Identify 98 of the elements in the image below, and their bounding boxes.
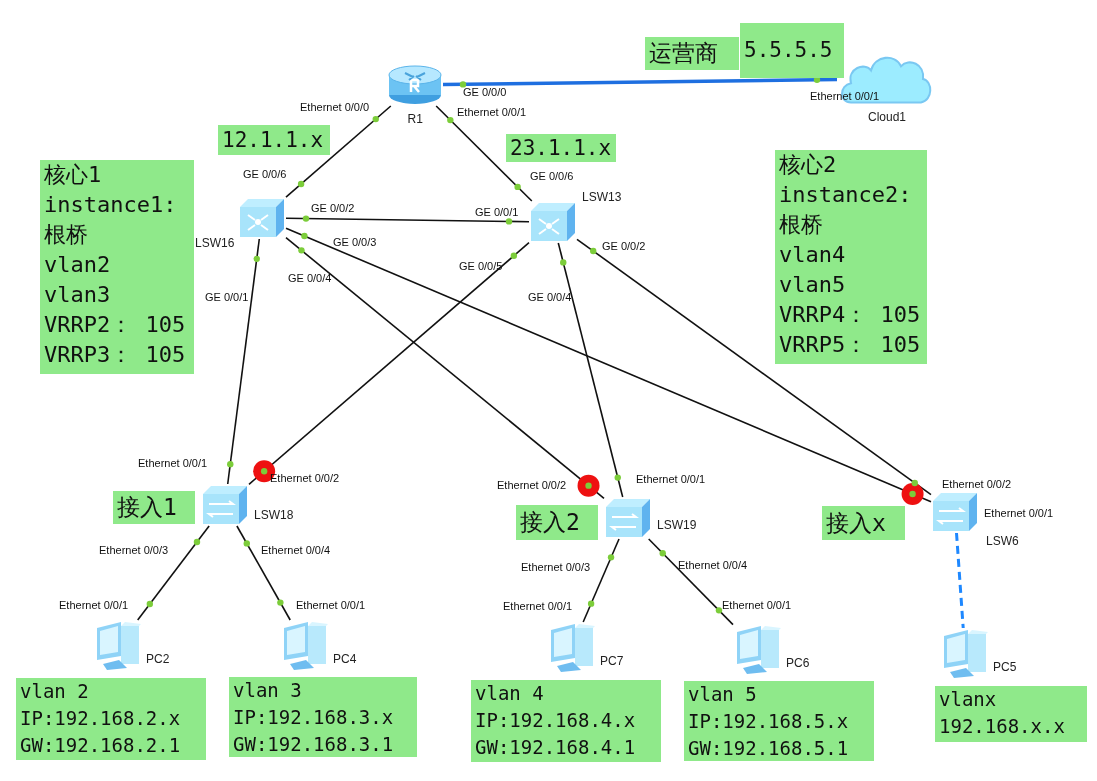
network-link [576, 238, 932, 496]
note-text: VRRP3： 105 [44, 341, 187, 369]
device-label: LSW19 [657, 518, 697, 532]
device-label: PC6 [786, 656, 810, 670]
device-label: LSW13 [582, 190, 622, 204]
note-text: VRRP5： 105 [779, 331, 922, 359]
note-text: GW:192.168.3.1 [233, 732, 395, 757]
note-box [775, 150, 927, 364]
device-label: Cloud1 [868, 110, 907, 124]
note-text: vlan2 [44, 251, 112, 279]
port-label: Ethernet 0/0/4 [678, 559, 748, 571]
note-text: 5.5.5.5 [744, 37, 834, 64]
port-label: Ethernet 0/0/4 [261, 544, 331, 556]
port-label: GE 0/0/5 [459, 260, 503, 272]
network-link [285, 227, 932, 503]
note-text: vlan 5 [688, 682, 758, 707]
device-label: PC2 [146, 652, 170, 666]
note-text: 核心1 [44, 161, 103, 189]
note-box [40, 160, 194, 374]
note-text: vlan 3 [233, 678, 303, 703]
network-link [435, 105, 533, 202]
note-text: VRRP4： 105 [779, 301, 922, 329]
network-link [582, 538, 620, 623]
port-label: GE 0/0/1 [205, 291, 249, 303]
note-box [740, 23, 844, 78]
port-label: GE 0/0/4 [528, 291, 572, 303]
note-text: vlan4 [779, 241, 847, 269]
switch-icon [201, 484, 249, 526]
port-label: Ethernet 0/0/3 [99, 544, 169, 556]
note-box [471, 680, 661, 762]
device-label: LSW6 [986, 534, 1019, 548]
note-text: IP:192.168.5.x [688, 709, 850, 734]
port-label: Ethernet 0/0/1 [984, 507, 1054, 519]
note-text: instance2: [779, 181, 913, 209]
device-label: PC5 [993, 660, 1017, 674]
switch-icon [931, 491, 979, 533]
router-icon [387, 64, 443, 106]
note-text: 根桥 [44, 221, 89, 249]
note-text: VRRP2： 105 [44, 311, 187, 339]
note-box [684, 681, 874, 761]
port-label: GE 0/0/3 [333, 236, 377, 248]
note-text: 根桥 [779, 211, 824, 239]
device-label: R1 [407, 112, 423, 126]
network-link [285, 236, 605, 500]
network-link [248, 241, 530, 486]
note-text: 接入1 [117, 493, 178, 522]
network-link [557, 242, 624, 498]
network-link [226, 238, 261, 485]
device-label: PC7 [600, 654, 624, 668]
switch-icon [238, 197, 286, 239]
note-box [16, 678, 206, 760]
port-label: Ethernet 0/0/1 [636, 473, 706, 485]
port-label: Ethernet 0/0/1 [722, 599, 792, 611]
note-text: 192.168.x.x [939, 714, 1066, 739]
port-label: Ethernet 0/0/1 [138, 457, 208, 469]
note-text: 运营商 [649, 39, 719, 68]
note-text: GW:192.168.4.1 [475, 735, 637, 760]
device-label: LSW16 [195, 236, 235, 250]
device-label: PC4 [333, 652, 357, 666]
note-text: vlan3 [44, 281, 112, 309]
note-box [516, 505, 598, 540]
note-text: GW:192.168.5.1 [688, 736, 850, 761]
network-link [285, 105, 392, 198]
port-label: Ethernet 0/0/3 [521, 561, 591, 573]
note-text: 接入2 [520, 508, 581, 537]
switch-icon [529, 201, 577, 243]
port-label: Ethernet 0/0/0 [300, 101, 370, 113]
port-label: GE 0/0/2 [311, 202, 355, 214]
port-label: GE 0/0/0 [463, 86, 507, 98]
note-text: GW:192.168.2.1 [20, 733, 182, 758]
note-box [822, 506, 905, 540]
note-box [229, 677, 417, 757]
device-label: LSW18 [254, 508, 294, 522]
note-box [935, 686, 1087, 742]
note-text: IP:192.168.2.x [20, 706, 182, 731]
note-text: vlan 4 [475, 681, 545, 706]
note-text: 23.1.1.x [510, 135, 612, 162]
port-label: Ethernet 0/0/1 [457, 106, 527, 118]
network-link [955, 532, 965, 629]
port-label: GE 0/0/2 [602, 240, 646, 252]
note-text: 核心2 [779, 151, 838, 179]
note-text: instance1: [44, 191, 178, 219]
note-box [113, 491, 195, 524]
network-link [236, 525, 291, 621]
note-text: vlan5 [779, 271, 847, 299]
network-link [136, 525, 210, 621]
note-text: vlanx [939, 687, 998, 712]
note-text: 接入x [826, 509, 887, 538]
port-label: GE 0/0/6 [530, 170, 574, 182]
switch-icon [604, 497, 652, 539]
note-text: IP:192.168.3.x [233, 705, 395, 730]
note-text: vlan 2 [20, 679, 90, 704]
note-box [645, 37, 739, 70]
network-link [285, 217, 530, 223]
port-label: GE 0/0/6 [243, 168, 287, 180]
note-text: IP:192.168.4.x [475, 708, 637, 733]
note-text: 12.1.1.x [222, 127, 325, 154]
network-link [647, 538, 734, 626]
